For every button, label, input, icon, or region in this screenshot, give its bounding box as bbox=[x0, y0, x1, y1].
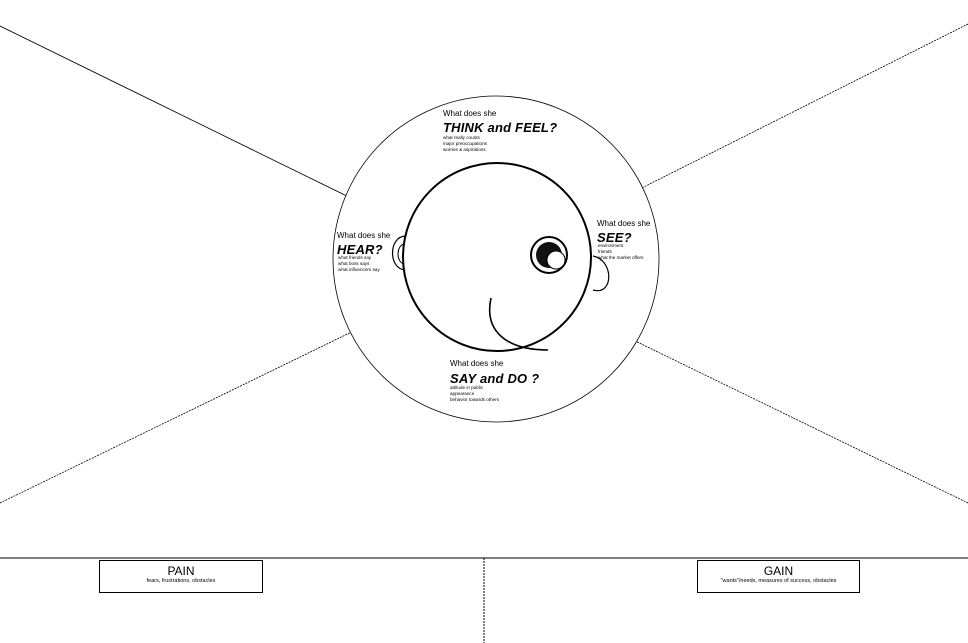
think-question: What does she bbox=[443, 109, 497, 118]
right-ear bbox=[592, 255, 610, 292]
gain-title: GAIN bbox=[763, 564, 794, 578]
say-prompt-3: behavior towards others bbox=[450, 397, 500, 402]
pain-title: PAIN bbox=[167, 564, 195, 578]
say-prompts: attitude in public appearance behavior t… bbox=[450, 385, 499, 403]
say-prompt-1: attitude in public bbox=[450, 385, 484, 390]
hear-prompt-3: what influencers say bbox=[338, 267, 380, 272]
mouth-smile bbox=[488, 297, 549, 351]
diagonal-line-bottom-right bbox=[587, 317, 968, 504]
think-prompt-3: worries & aspirations bbox=[443, 147, 486, 152]
hear-heading: HEAR? bbox=[337, 242, 383, 257]
hear-prompts: what friends say what boss says what inf… bbox=[338, 255, 380, 273]
hear-prompt-1: what friends say bbox=[338, 255, 372, 260]
pain-subtitle: fears, frustrations, obstacles bbox=[146, 578, 216, 584]
say-question: What does she bbox=[450, 359, 504, 368]
gain-box: GAIN "wants"/needs, measures of success,… bbox=[697, 560, 860, 593]
head-circle bbox=[402, 162, 592, 352]
diagonal-line-top-left bbox=[0, 25, 409, 227]
think-prompt-2: major preoccupations bbox=[443, 141, 487, 146]
pain-box: PAIN fears, frustrations, obstacles bbox=[99, 560, 263, 593]
see-prompt-1: environment bbox=[598, 243, 624, 248]
see-question: What does she bbox=[597, 219, 651, 228]
eye-highlight bbox=[546, 250, 566, 270]
gain-subtitle: "wants"/needs, measures of success, obst… bbox=[720, 578, 837, 584]
diagonal-line-top-right bbox=[589, 23, 968, 215]
say-prompt-2: appearance bbox=[450, 391, 475, 396]
think-prompt-1: what really counts bbox=[443, 135, 480, 140]
see-prompt-2: friends bbox=[598, 249, 612, 254]
hear-prompt-2: what boss says bbox=[338, 261, 370, 266]
see-prompt-3: what the market offers bbox=[598, 255, 644, 260]
see-heading: SEE? bbox=[597, 230, 632, 245]
think-prompts: what really counts major preoccupations … bbox=[443, 135, 487, 153]
see-prompts: environment friends what the market offe… bbox=[598, 243, 643, 261]
hear-question: What does she bbox=[337, 231, 391, 240]
think-heading: THINK and FEEL? bbox=[443, 120, 558, 135]
say-heading: SAY and DO ? bbox=[450, 371, 540, 386]
diagonal-line-bottom-left bbox=[0, 305, 406, 504]
